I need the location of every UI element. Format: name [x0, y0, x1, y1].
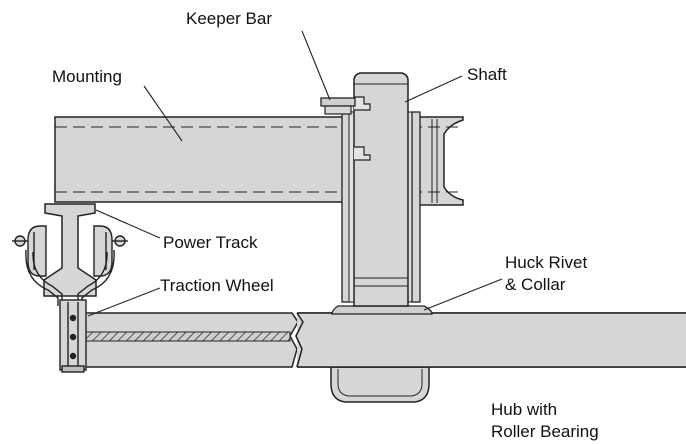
traction-wheel-plate: [79, 312, 686, 368]
guide-plates: [341, 111, 421, 303]
leader-lines: [87, 30, 503, 317]
label-keeper-bar: Keeper Bar: [186, 9, 272, 28]
shaft: [353, 72, 409, 307]
label-huck-rivet-line1: Huck Rivet: [505, 253, 587, 272]
keeper-bar: [320, 97, 356, 115]
label-power-track: Power Track: [163, 233, 258, 252]
label-hub-line1: Hub with: [491, 400, 557, 419]
huck-rivet-collar: [331, 305, 433, 315]
label-huck-rivet-line2: & Collar: [505, 275, 566, 294]
hub-roller-bearing: [330, 366, 430, 403]
label-shaft: Shaft: [467, 65, 507, 84]
mounting-beam: [54, 116, 351, 203]
label-mounting: Mounting: [52, 67, 122, 86]
power-track-rail: [43, 203, 97, 297]
label-traction-wheel: Traction Wheel: [160, 276, 274, 295]
label-hub-line2: Roller Bearing: [491, 422, 599, 441]
trolley-assembly: [12, 225, 128, 373]
